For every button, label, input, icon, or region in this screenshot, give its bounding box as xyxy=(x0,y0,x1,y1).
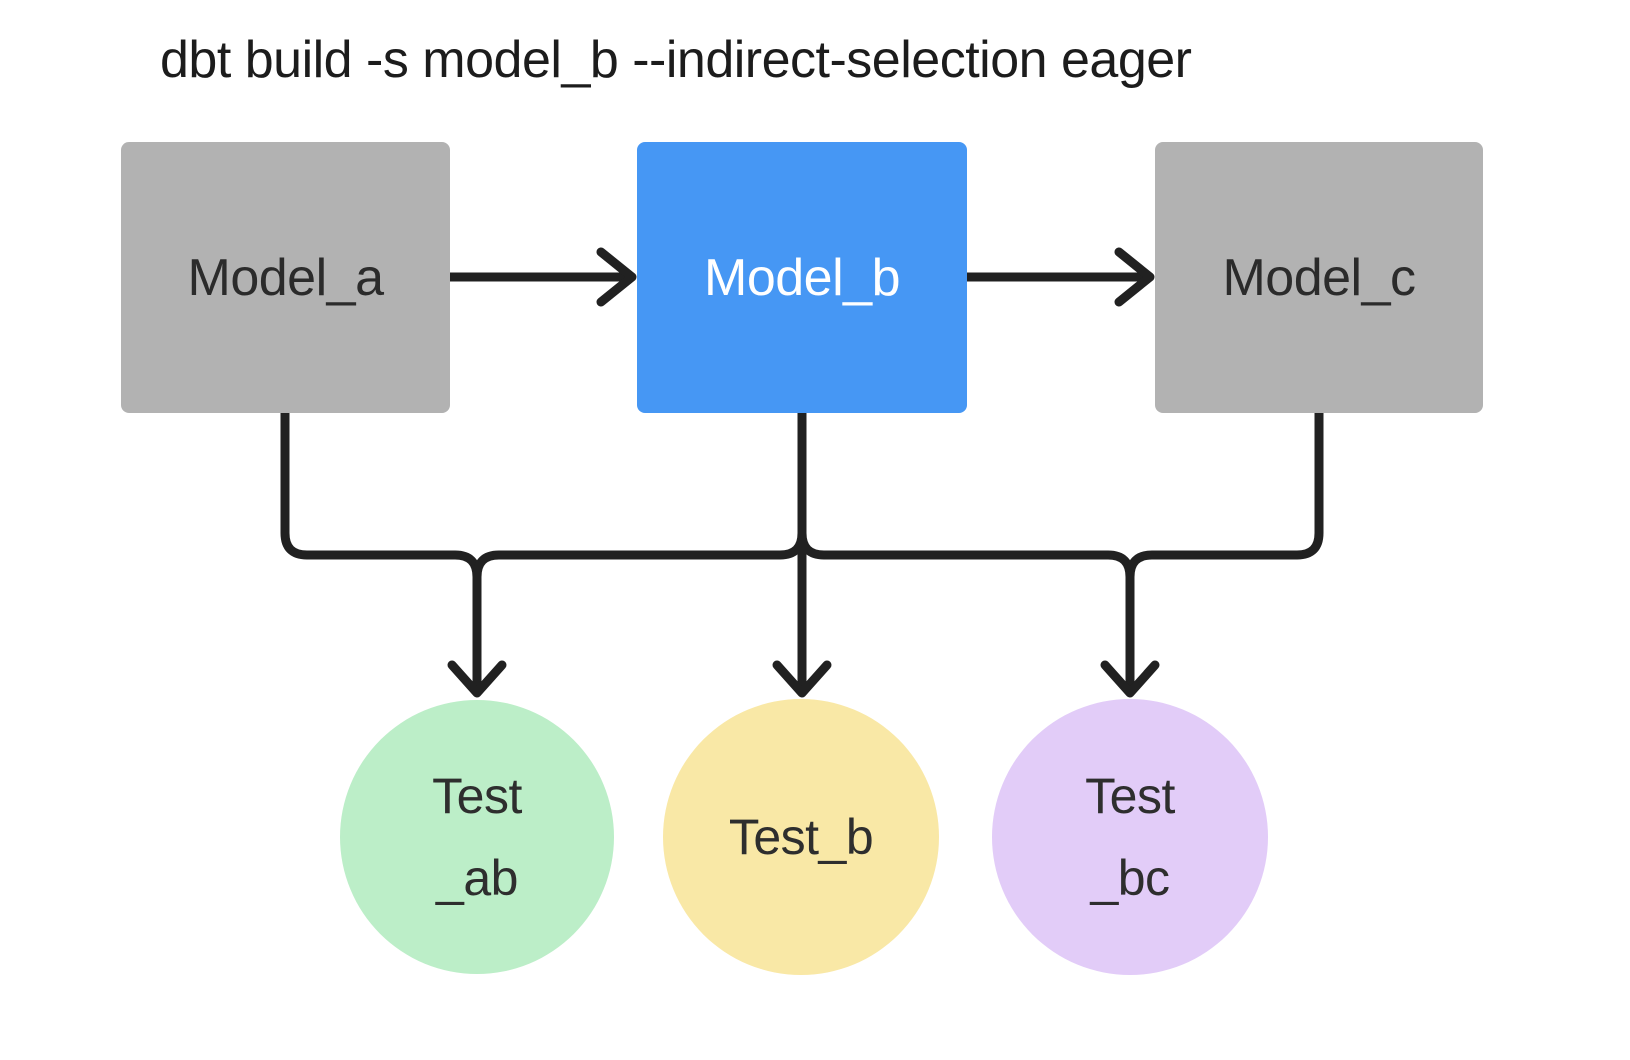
node-test-ab: Test _ab xyxy=(340,700,614,974)
edge-model-a-to-test-ab xyxy=(280,408,482,695)
node-test-ab-label-line2: _ab xyxy=(436,850,518,906)
node-test-bc-label-line2: _bc xyxy=(1090,850,1170,906)
node-test-ab-label-line1: Test xyxy=(432,768,522,824)
edge-model-c-to-test-bc xyxy=(1125,408,1324,695)
edge-model-b-to-test-ab xyxy=(472,408,807,695)
arrowhead-model-b-input xyxy=(596,247,637,307)
arrowhead-model-c-input xyxy=(1114,247,1155,307)
command-title: dbt build -s model_b --indirect-selectio… xyxy=(160,31,1192,89)
arrowhead-test-bc-input xyxy=(1100,660,1160,698)
node-test-bc-label-line1: Test xyxy=(1085,768,1175,824)
node-test-bc: Test _bc xyxy=(992,699,1268,975)
node-test-b-label-line1: Test_b xyxy=(728,809,874,865)
node-model-a: Model_a xyxy=(121,142,450,413)
node-model-a-label: Model_a xyxy=(187,248,384,307)
node-model-c: Model_c xyxy=(1155,142,1483,413)
node-model-b-label: Model_b xyxy=(704,248,900,307)
arrowhead-test-ab-input xyxy=(447,660,507,698)
node-model-c-label: Model_c xyxy=(1222,248,1416,307)
arrowhead-test-b-input xyxy=(772,660,832,698)
edge-model-b-to-test-bc xyxy=(797,408,1135,695)
node-model-b-selected: Model_b xyxy=(637,142,967,413)
node-test-b: Test_b xyxy=(663,699,939,975)
